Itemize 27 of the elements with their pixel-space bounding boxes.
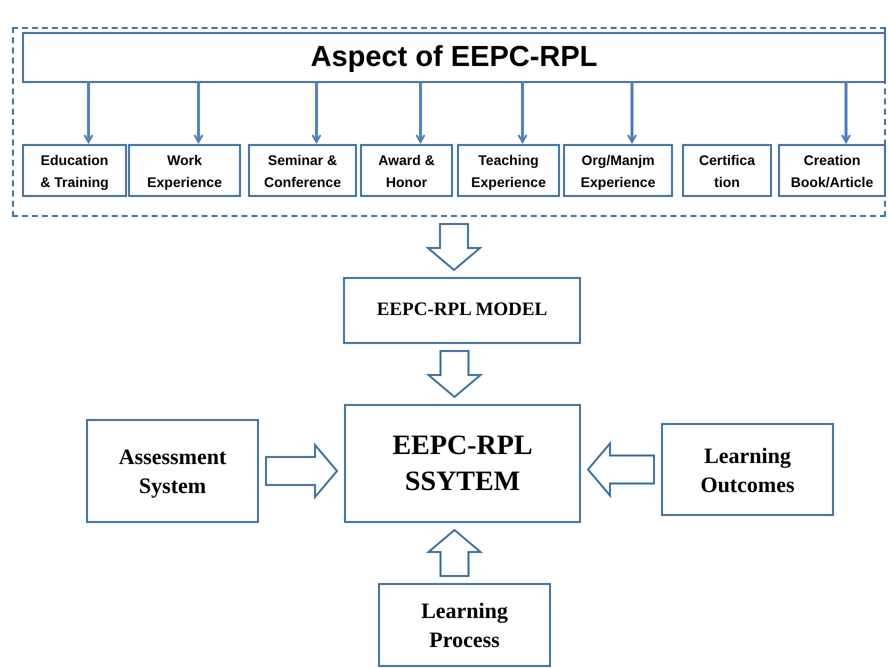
- model-box: EEPC-RPL MODEL: [343, 277, 581, 344]
- block-arrow: [265, 442, 338, 500]
- aspect-box: Seminar & Conference: [248, 144, 357, 197]
- aspect-box: Org/Manjm Experience: [563, 144, 673, 197]
- arrow: [841, 81, 851, 143]
- dashed-group-frame: [12, 27, 886, 217]
- arrow: [518, 81, 528, 143]
- block-arrow: [586, 440, 655, 498]
- system-box: EEPC-RPL SSYTEM: [344, 404, 581, 523]
- header-box: Aspect of EEPC-RPL: [22, 32, 886, 83]
- arrow: [627, 81, 637, 143]
- aspect-box: Work Experience: [128, 144, 241, 197]
- arrow: [84, 81, 94, 143]
- block-arrow: [425, 223, 483, 272]
- block-arrow: [426, 350, 484, 398]
- outcomes-box: Learning Outcomes: [661, 423, 834, 516]
- arrow: [416, 81, 426, 143]
- aspect-box: Creation Book/Article: [778, 144, 886, 197]
- aspect-box: Award & Honor: [360, 144, 453, 197]
- aspect-box: Education & Training: [22, 144, 127, 197]
- block-arrow: [426, 528, 484, 577]
- arrow: [194, 81, 204, 143]
- aspect-box: Teaching Experience: [457, 144, 560, 197]
- process-box: Learning Process: [378, 583, 551, 667]
- aspect-box: Certifica tion: [682, 144, 772, 197]
- assessment-box: Assessment System: [86, 419, 259, 523]
- arrow: [312, 81, 322, 143]
